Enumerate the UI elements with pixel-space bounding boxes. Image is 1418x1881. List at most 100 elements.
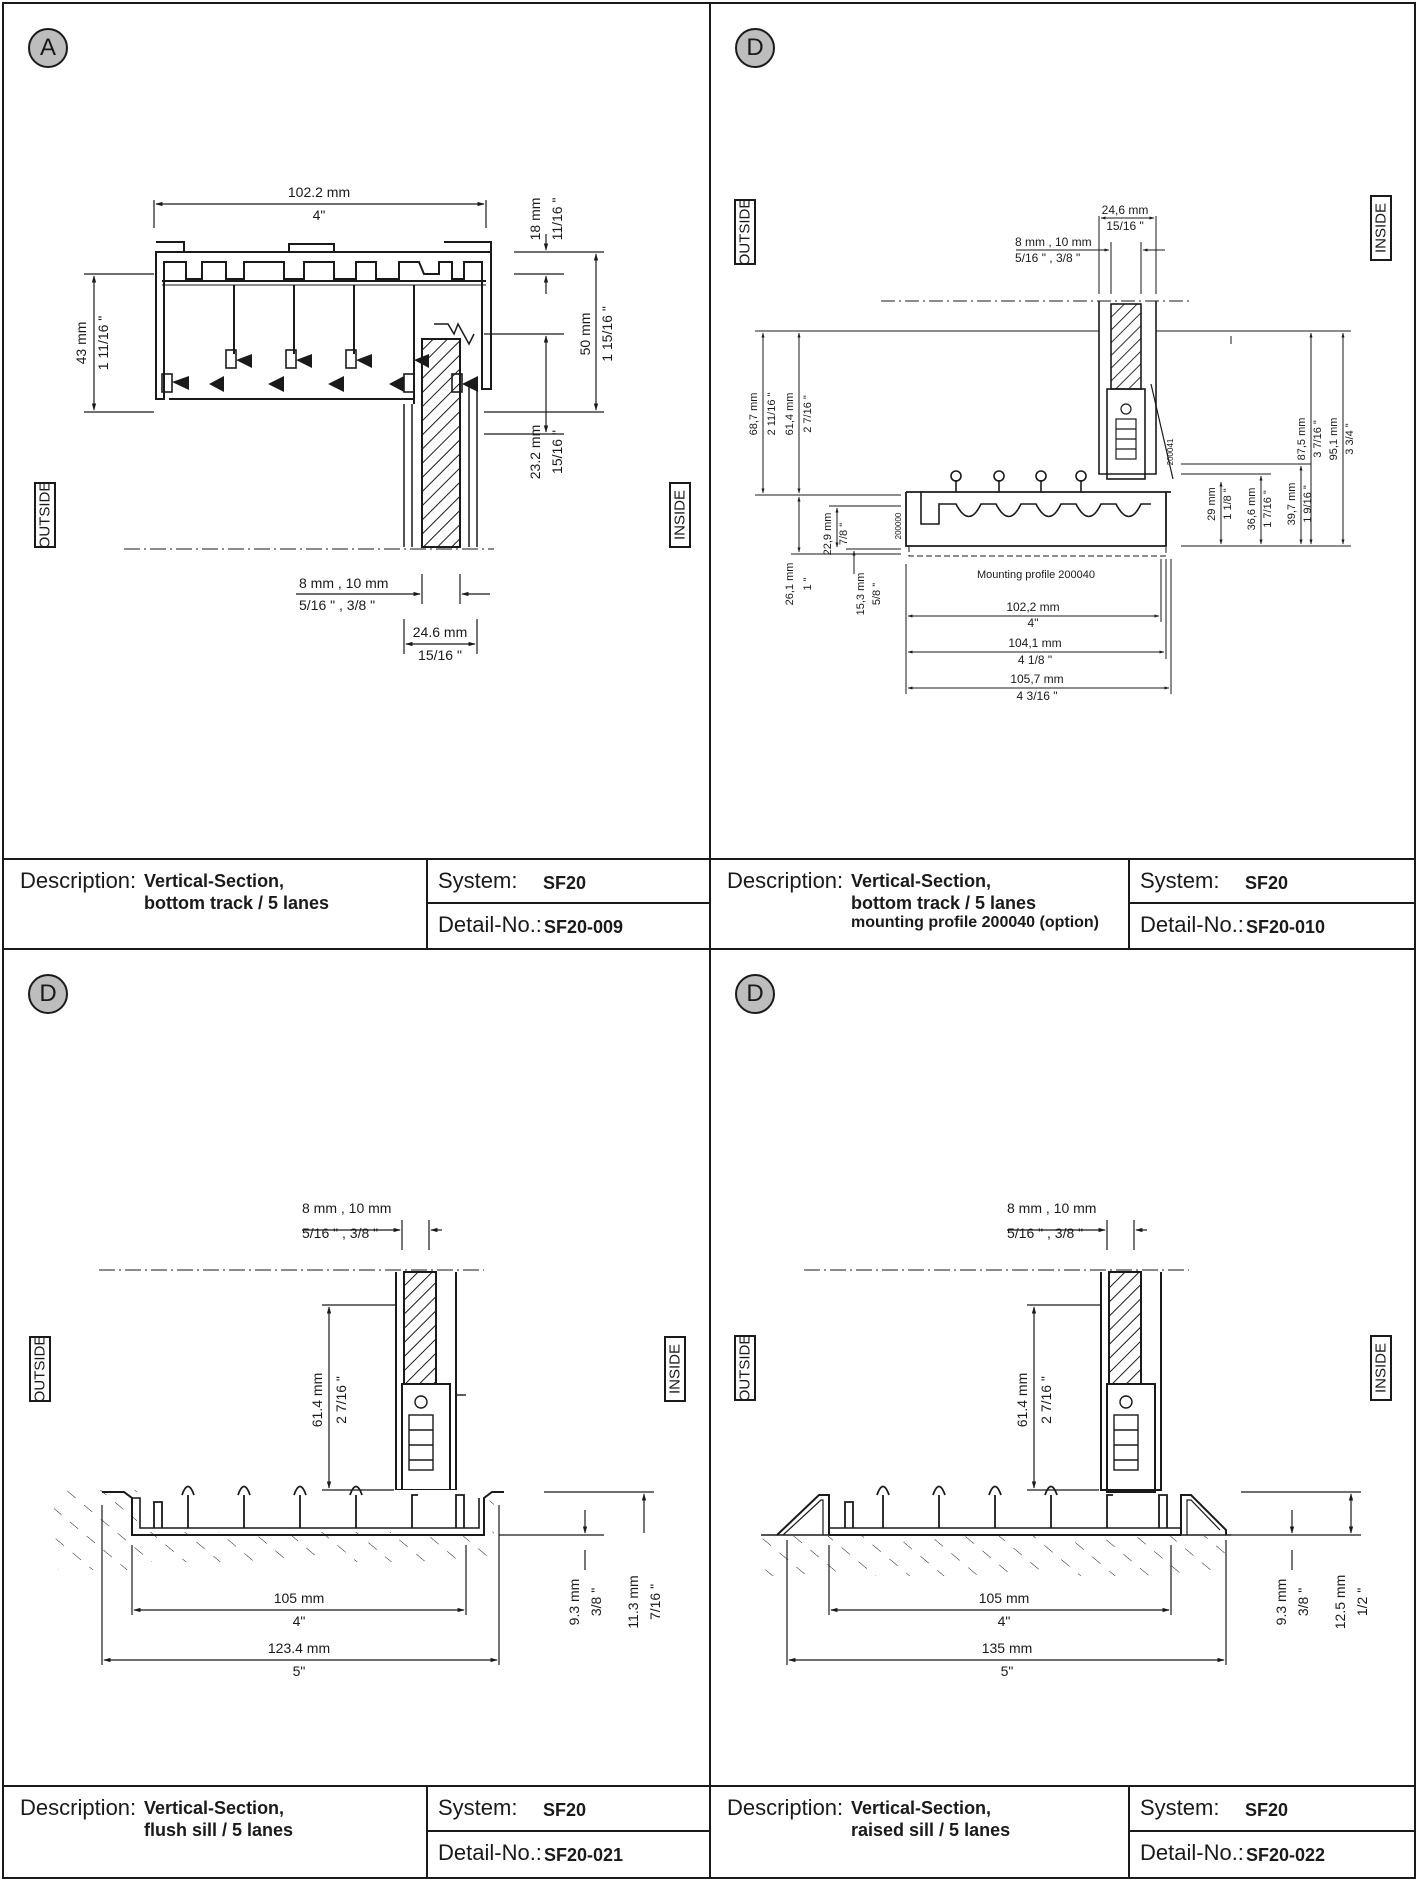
description-box: Description: Vertical-Section,raised sil… xyxy=(711,1787,1130,1877)
dim-w1041-mm: 104,1 mm xyxy=(1008,636,1061,650)
system-label: System: xyxy=(438,1795,518,1820)
inside-label: INSIDE xyxy=(669,482,691,548)
dim-h875-mm: 87,5 mm xyxy=(1296,418,1308,461)
dim-h366-mm: 36,6 mm xyxy=(1246,488,1258,531)
outside-label: OUTSIDE xyxy=(734,199,756,265)
detail-value: SF20-009 xyxy=(544,917,624,937)
mounting-profile-label: Mounting profile 200040 xyxy=(977,569,1095,581)
dim-g24-in: 15/16 " xyxy=(1106,219,1144,233)
dim-glass-in: 5/16 " , 3/8 " xyxy=(302,1225,378,1241)
dim-h614-in: 2 7/16 " xyxy=(1038,1376,1054,1424)
system-box: System: SF20 Detail-No.: SF20-009 xyxy=(428,860,709,948)
description-label: Description: xyxy=(20,1795,137,1820)
dim-h614-in: 2 7/16 " xyxy=(802,395,814,433)
detail-value: SF20-010 xyxy=(1246,917,1326,937)
dim-h229-in: 7/8 " xyxy=(838,523,850,545)
dim-g24-mm: 24.6 mm xyxy=(413,624,467,640)
dim-glass-in: 5/16 " , 3/8 " xyxy=(1007,1225,1083,1241)
system-value: SF20 xyxy=(543,873,587,893)
dim-width-in: 4" xyxy=(313,207,326,223)
title-block: Description: Vertical-Section,bottom tra… xyxy=(4,858,709,948)
detail-value: SF20-022 xyxy=(1246,1845,1326,1865)
dim-w1057-in: 4 3/16 " xyxy=(1017,689,1058,703)
detail-value: SF20-021 xyxy=(544,1845,624,1865)
dim-glass-in: 5/16 " , 3/8 " xyxy=(1015,251,1080,265)
dim-h687-in: 2 11/16 " xyxy=(766,392,778,435)
dim-h875-in: 3 7/16 " xyxy=(1312,420,1324,458)
dim-h397-mm: 39,7 mm xyxy=(1286,483,1298,526)
section-badge: D xyxy=(28,974,68,1014)
dim-h43-mm: 43 mm xyxy=(73,322,89,365)
dim-wall-in: 5" xyxy=(293,1663,306,1679)
panel-sf20-021: D OUTSIDE INSIDE 8 mm , 10 mm 5/16 " , 3… xyxy=(2,948,711,1879)
dim-w1041-in: 4 1/8 " xyxy=(1018,653,1052,667)
dim-h125-in: 1/2 " xyxy=(1354,1588,1370,1616)
dim-g24-in: 15/16 " xyxy=(418,647,462,663)
detail-label: Detail-No.: xyxy=(1140,912,1244,937)
dim-h153-mm: 15,3 mm xyxy=(855,573,867,616)
panel-sf20-010: D OUTSIDE INSIDE 24,6 mm 15/16 " 8 mm , … xyxy=(709,2,1416,950)
description-text: Vertical-Section,raised sill / 5 lanes xyxy=(851,1798,1011,1840)
dim-h29-mm: 29 mm xyxy=(1206,487,1218,521)
section-drawing: 24,6 mm 15/16 " 8 mm , 10 mm 5/16 " , 3/… xyxy=(711,4,1414,860)
system-value: SF20 xyxy=(1245,1800,1289,1820)
description-label: Description: xyxy=(727,1795,844,1820)
description-label: Description: xyxy=(20,868,137,893)
inside-label: INSIDE xyxy=(1370,1335,1392,1401)
dim-h366-in: 1 7/16 " xyxy=(1262,490,1274,528)
dim-glass-mm: 8 mm , 10 mm xyxy=(302,1200,391,1216)
system-value: SF20 xyxy=(543,1800,587,1820)
dim-h614-in: 2 7/16 " xyxy=(333,1376,349,1424)
dim-w1022-mm: 102,2 mm xyxy=(1006,600,1059,614)
system-box: System: SF20 Detail-No.: SF20-010 xyxy=(1130,860,1414,948)
dim-h113-in: 7/16 " xyxy=(647,1584,663,1620)
detail-label: Detail-No.: xyxy=(1140,1840,1244,1865)
title-block: Description: Vertical-Section,raised sil… xyxy=(711,1785,1414,1877)
description-text: Vertical-Section,flush sill / 5 lanes xyxy=(144,1798,294,1840)
part-label-200041: 200041 xyxy=(1166,438,1175,465)
outside-label: OUTSIDE xyxy=(34,482,56,548)
part-label-200000: 200000 xyxy=(894,512,903,539)
section-drawing: 8 mm , 10 mm 5/16 " , 3/8 " xyxy=(4,950,709,1789)
description-label: Description: xyxy=(727,868,844,893)
dim-w1022-in: 4" xyxy=(1028,616,1039,630)
dim-width-mm: 102.2 mm xyxy=(288,184,350,200)
description-box: Description: Vertical-Section,flush sill… xyxy=(4,1787,428,1877)
dim-h29-in: 1 1/8 " xyxy=(1222,488,1234,520)
dim-top-in: 11/16 " xyxy=(549,198,565,241)
outside-label: OUTSIDE xyxy=(29,1336,51,1402)
dim-h229-mm: 22,9 mm xyxy=(822,513,834,556)
dim-glass-mm: 8 mm , 10 mm xyxy=(299,575,388,591)
outside-label: OUTSIDE xyxy=(734,1335,756,1401)
title-block: Description: Vertical-Section,flush sill… xyxy=(4,1785,709,1877)
detail-label: Detail-No.: xyxy=(438,1840,542,1865)
dim-h50-in: 1 15/16 " xyxy=(599,306,615,362)
section-drawing: 8 mm , 10 mm 5/16 " , 3/8 " xyxy=(711,950,1414,1789)
description-box: Description: Vertical-Section,bottom tra… xyxy=(711,860,1130,948)
description-text: Vertical-Section,bottom track / 5 lanes xyxy=(851,871,1037,913)
system-box: System: SF20 Detail-No.: SF20-022 xyxy=(1130,1787,1414,1877)
dim-w105-mm: 105 mm xyxy=(979,1590,1030,1606)
section-badge: D xyxy=(735,974,775,1014)
inside-label: INSIDE xyxy=(664,1336,686,1402)
section-drawing: 102.2 mm 4" xyxy=(4,4,709,860)
dim-h614-mm: 61.4 mm xyxy=(309,1373,325,1427)
dim-h153-in: 5/8 " xyxy=(871,583,883,605)
description-box: Description: Vertical-Section,bottom tra… xyxy=(4,860,428,948)
dim-h93-mm: 9.3 mm xyxy=(566,1579,582,1626)
dim-wall-mm: 135 mm xyxy=(982,1640,1033,1656)
dim-h261-in: 1 " xyxy=(802,577,814,590)
system-label: System: xyxy=(438,868,518,893)
dim-h93-mm: 9.3 mm xyxy=(1273,1579,1289,1626)
system-label: System: xyxy=(1140,868,1220,893)
dim-glass-mm: 8 mm , 10 mm xyxy=(1015,235,1092,249)
system-value: SF20 xyxy=(1245,873,1289,893)
dim-h951-mm: 95,1 mm xyxy=(1328,418,1340,461)
dim-w1057-mm: 105,7 mm xyxy=(1010,672,1063,686)
dim-h93-in: 3/8 " xyxy=(588,1588,604,1616)
dim-h614-mm: 61.4 mm xyxy=(1014,1373,1030,1427)
section-badge: D xyxy=(735,28,775,68)
dim-h397-in: 1 9/16 " xyxy=(1302,485,1314,523)
panel-sf20-022: D OUTSIDE INSIDE 8 mm , 10 mm 5/16 " , 3… xyxy=(709,948,1416,1879)
dim-h687-mm: 68,7 mm xyxy=(748,393,760,436)
